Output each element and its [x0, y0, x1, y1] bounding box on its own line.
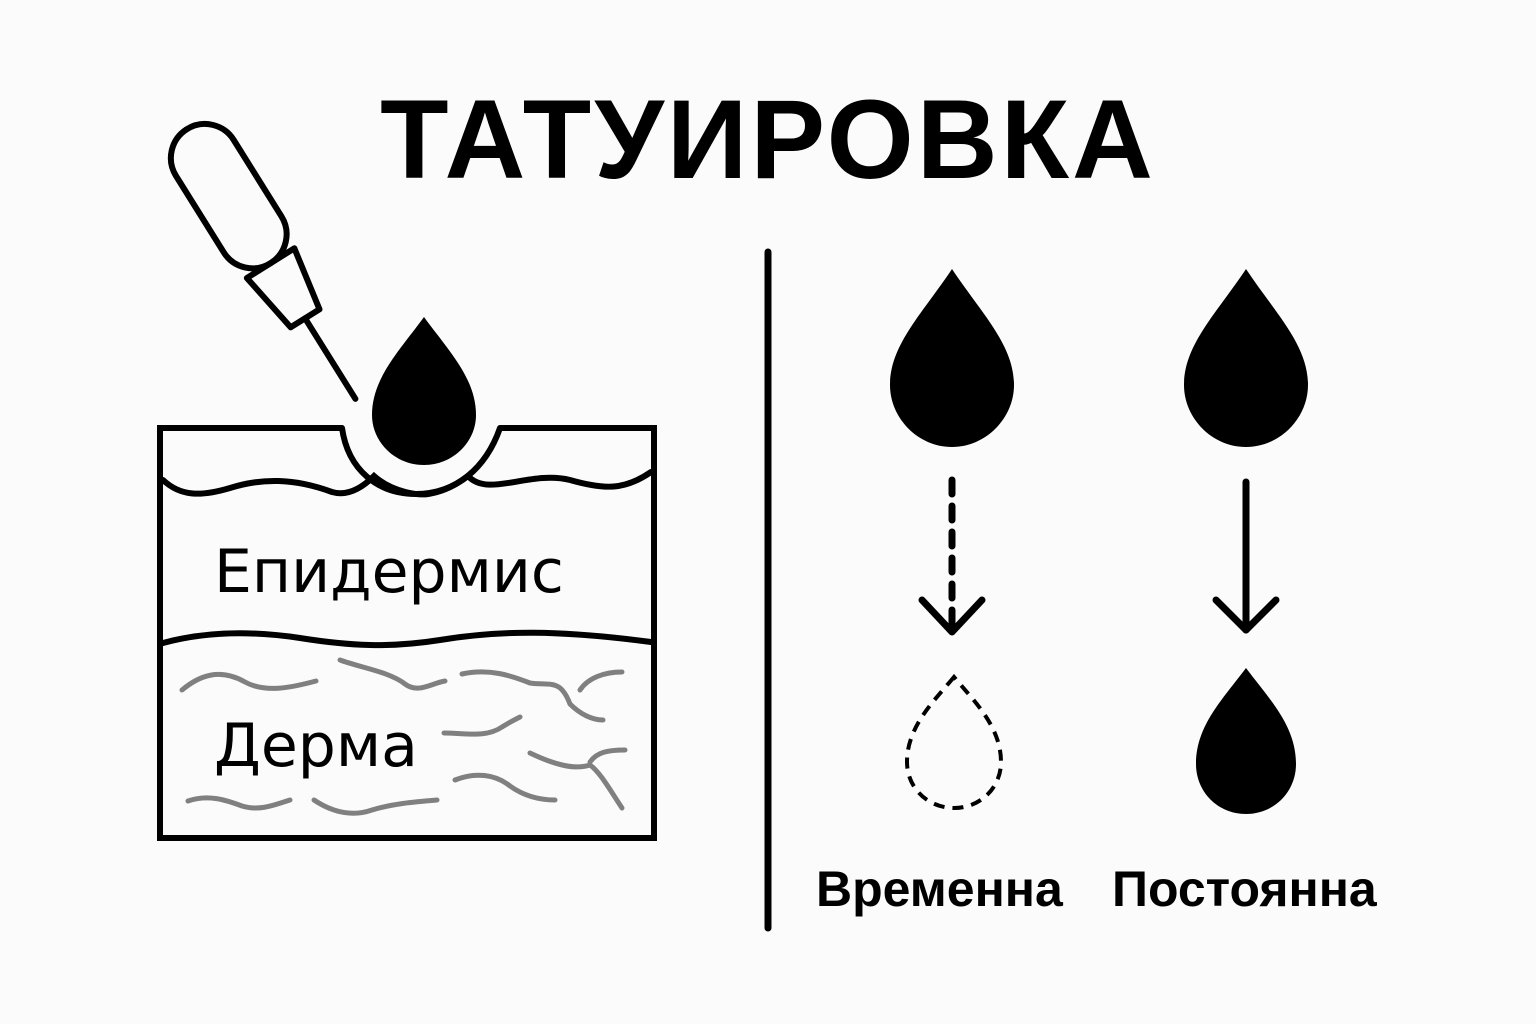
- ink-drop-icon: [890, 269, 1014, 447]
- temporary-column: Временна: [816, 269, 1064, 917]
- epidermis-label: Епидермис: [214, 537, 564, 607]
- dermis-fiber: [179, 672, 319, 693]
- arrow-head-icon: [1212, 596, 1280, 634]
- dermis-label: Дерма: [214, 711, 418, 781]
- skin-indent: [339, 425, 503, 498]
- page-title: ТАТУИРОВКА: [380, 77, 1156, 202]
- permanent-label: Постоянна: [1112, 861, 1378, 917]
- dermis-fiber: [527, 750, 625, 811]
- dermis-fiber: [185, 795, 293, 811]
- dermis-fiber: [337, 657, 448, 691]
- ink-drop-icon: [364, 305, 484, 473]
- dermis-fiber: [577, 669, 625, 693]
- temporary-label: Временна: [816, 861, 1064, 917]
- ink-drop-icon: [1196, 668, 1296, 814]
- dermis-fiber: [311, 797, 440, 816]
- tattoo-needle-icon: [167, 120, 359, 402]
- dermis-fiber: [441, 714, 523, 737]
- skin-cross-section: Епидермис Дерма: [157, 305, 657, 841]
- arrow-head-icon: [918, 596, 986, 636]
- dermis-fibers: [179, 657, 628, 816]
- dermis-fiber: [587, 747, 628, 765]
- faded-drop-icon: [904, 673, 1004, 811]
- ink-drop-icon: [1184, 269, 1308, 447]
- dermis-fiber: [452, 772, 558, 803]
- skin-box-outline: [157, 425, 657, 841]
- permanent-column: Постоянна: [1112, 269, 1378, 917]
- dermis-boundary-line: [160, 629, 654, 649]
- dermis-fiber: [459, 669, 606, 723]
